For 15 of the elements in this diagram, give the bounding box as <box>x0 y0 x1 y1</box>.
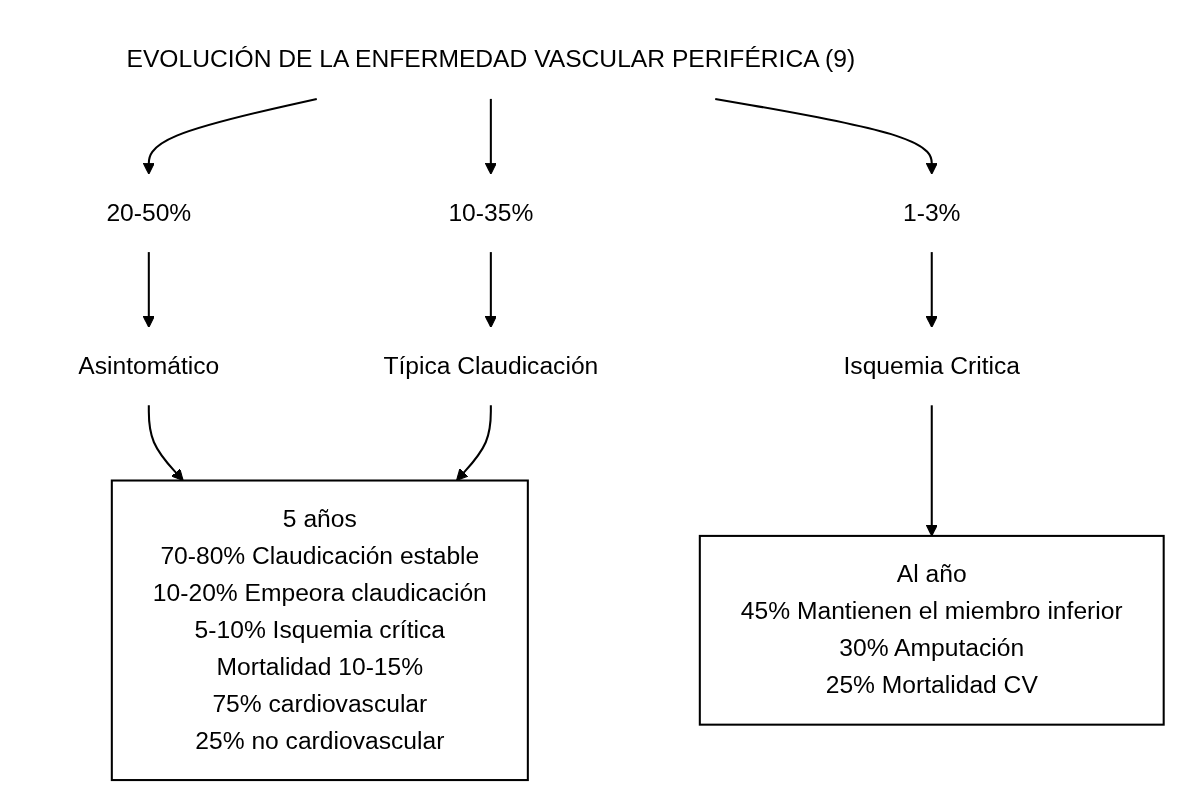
node-box: 5 años 70-80% Claudicación estable 10-20% Empeora claudicación 5-10% Isquemia crítica Mortalidad 10-15% 75% cardiovascular 25% no cardiovascular <box>110 479 529 782</box>
node-box: Al año 45% Mantienen el miembro inferior 30% Amputación 25% Mortalidad CV <box>698 534 1165 726</box>
node-text: 10-35% <box>448 198 534 227</box>
arrow <box>484 98 497 175</box>
arrow <box>142 252 155 328</box>
node-text: Típica Claudicación <box>383 351 599 380</box>
arrow <box>484 252 497 328</box>
node-text: EVOLUCIÓN DE LA ENFERMEDAD VASCULAR PERIFÉRICA (9) <box>126 45 856 73</box>
arrow <box>925 252 938 328</box>
node-text: Isquemia Critica <box>843 351 1021 380</box>
arrow <box>142 97 317 175</box>
node-text: 20-50% <box>106 198 192 227</box>
node-text: Asintomático <box>78 351 220 380</box>
node-text: 1-3% <box>903 198 961 227</box>
arrow <box>715 97 938 175</box>
